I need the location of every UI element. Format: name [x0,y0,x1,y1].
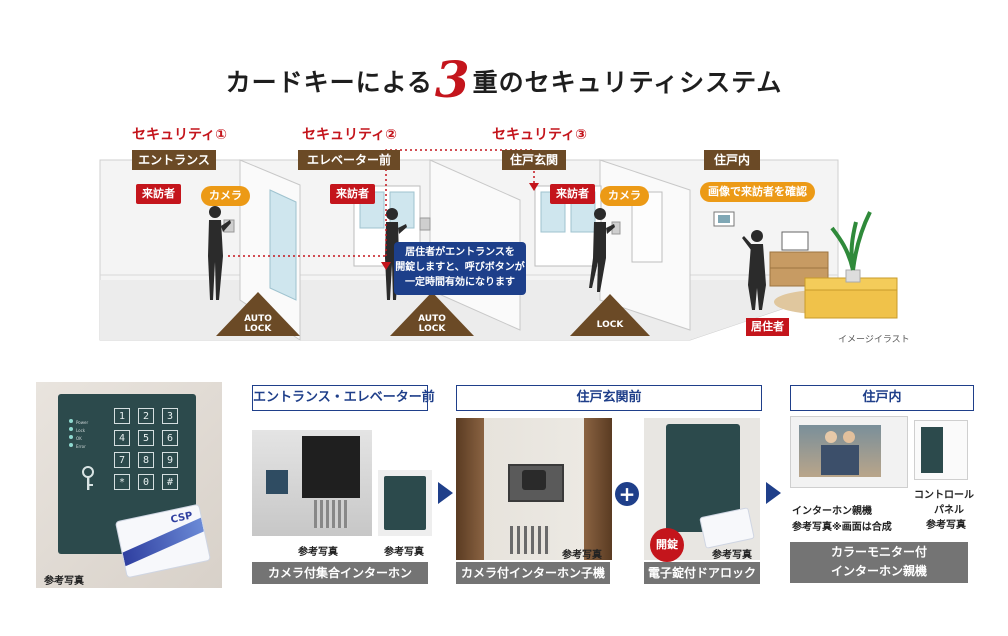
unlock-badge: 開錠 [650,528,684,562]
title-suffix: 重のセキュリティシステム [472,68,783,97]
sofa [804,287,898,319]
intercom-2 [419,217,431,231]
key-6: 6 [162,430,178,446]
indicator-ok: OK [76,436,82,441]
security-3-heading: セキュリティ③ [492,127,588,143]
tv [781,231,809,251]
arrow-right-2 [766,482,781,504]
lock-1-line-1: AUTO [244,314,272,324]
note-line-3: 一定時間有効になります [405,277,515,288]
indicator-power: Power [76,420,89,425]
security-2-heading: セキュリティ② [302,127,398,143]
lock-label-3: LOCK [588,320,632,330]
title-number: 3 [434,50,471,109]
key-8: 8 [138,452,154,468]
indicator-lock: Lock [76,428,86,433]
zone-entrance: エントランス [132,150,216,170]
zone-unit-entrance: 住戸玄関 [502,150,566,170]
indicator-lights [69,419,73,447]
zone-unit-interior: 住戸内 [704,150,760,170]
door-intercom-photo-cap: 参考写真 [562,550,602,561]
section-unit-interior-title: 住戸内 [790,385,974,411]
title-prefix: カードキーによる [225,68,433,97]
visitor-figure-3 [589,208,615,292]
intercom-panel-photo [252,430,372,536]
monitor-caption: カラーモニター付 インターホン親機 [790,542,968,583]
control-panel-photo [914,420,968,480]
key-5: 5 [138,430,154,446]
entrance-caption: カメラ付集合インターホン [252,562,428,584]
zone-elevator: エレベーター前 [298,150,400,170]
door-lock-photo-cap: 参考写真 [712,550,752,561]
lock-label-1: AUTO LOCK [236,314,280,334]
visitor-bubble-2: 来訪者 [330,184,375,204]
page-title: カードキーによる3重のセキュリティシステム [0,50,1008,109]
lock-1-line-2: LOCK [244,324,272,334]
lock-2-line-1: AUTO [418,314,446,324]
monitor-screen [718,215,730,223]
monitor-bubble: 画像で来訪者を確認 [700,182,815,202]
visitor-figure-1 [208,206,231,300]
section-entrance-title: エントランス・エレベーター前 [252,385,435,411]
key-4: 4 [114,430,130,446]
plant-pot [845,269,861,283]
plus-icon: + [615,482,639,506]
door-lock-caption: 電子錠付ドアロック [644,562,760,584]
monitor-caption-1: カラーモニター付 [830,545,927,559]
camera-bubble-1: カメラ [201,186,250,206]
call-arrow-1 [381,262,391,270]
key-2: 2 [138,408,154,424]
security-1-heading: セキュリティ① [132,127,228,143]
door-intercom-photo [456,418,612,560]
key-9: 9 [162,452,178,468]
keypad-photo-caption: 参考写真 [44,576,84,587]
visitor-bubble-1: 来訪者 [136,184,181,204]
lock-triangle-2 [390,292,474,336]
key-icon [82,466,94,490]
lock-2-line-2: LOCK [418,324,446,334]
indicator-error: Error [76,444,86,449]
monitor-photo [790,416,908,488]
key-7: 7 [114,452,130,468]
lock-triangle-1 [216,292,300,336]
note-line-2: 開錠しますと、呼びボタンが [395,262,525,273]
key-hash: # [162,474,178,490]
monitor-caption-2: インターホン親機 [830,564,927,578]
key-1: 1 [114,408,130,424]
visitor-bubble-3: 来訪者 [550,184,595,204]
resident-tag: 居住者 [746,318,789,336]
key-star: * [114,474,130,490]
camera-bubble-2: カメラ [600,186,649,206]
call-arrow-2 [529,183,539,191]
key-0: 0 [138,474,154,490]
lock-triangle-3 [570,294,650,336]
call-button-note: 居住者がエントランスを 開錠しますと、呼びボタンが 一定時間有効になります [394,242,526,295]
security-illustration [99,149,898,341]
plant-leaves [830,211,872,271]
key-3: 3 [162,408,178,424]
monitor-note-2: 参考写真※画面は合成 [792,522,892,533]
panel-note-2: パネル [934,505,964,516]
panel-note-1: コントロール [914,490,974,501]
entrance-photo-cap-1: 参考写真 [298,547,338,558]
entrance-photo-cap-2: 参考写真 [384,547,424,558]
arrow-right-1 [438,482,453,504]
resident-figure [742,230,766,310]
monitor-note-1: インターホン親機 [792,506,872,517]
image-caption: イメージイラスト [838,335,910,345]
lock-3-line-1: LOCK [596,320,624,330]
entrance-keypad-photo [378,470,432,536]
door-intercom-caption: カメラ付インターホン子機 [456,562,610,584]
section-unit-entrance-title: 住戸玄関前 [456,385,762,411]
lock-label-2: AUTO LOCK [410,314,454,334]
glass-door-1 [269,189,297,301]
note-line-1: 居住者がエントランスを [405,247,515,258]
panel-note-3: 参考写真 [926,520,966,531]
